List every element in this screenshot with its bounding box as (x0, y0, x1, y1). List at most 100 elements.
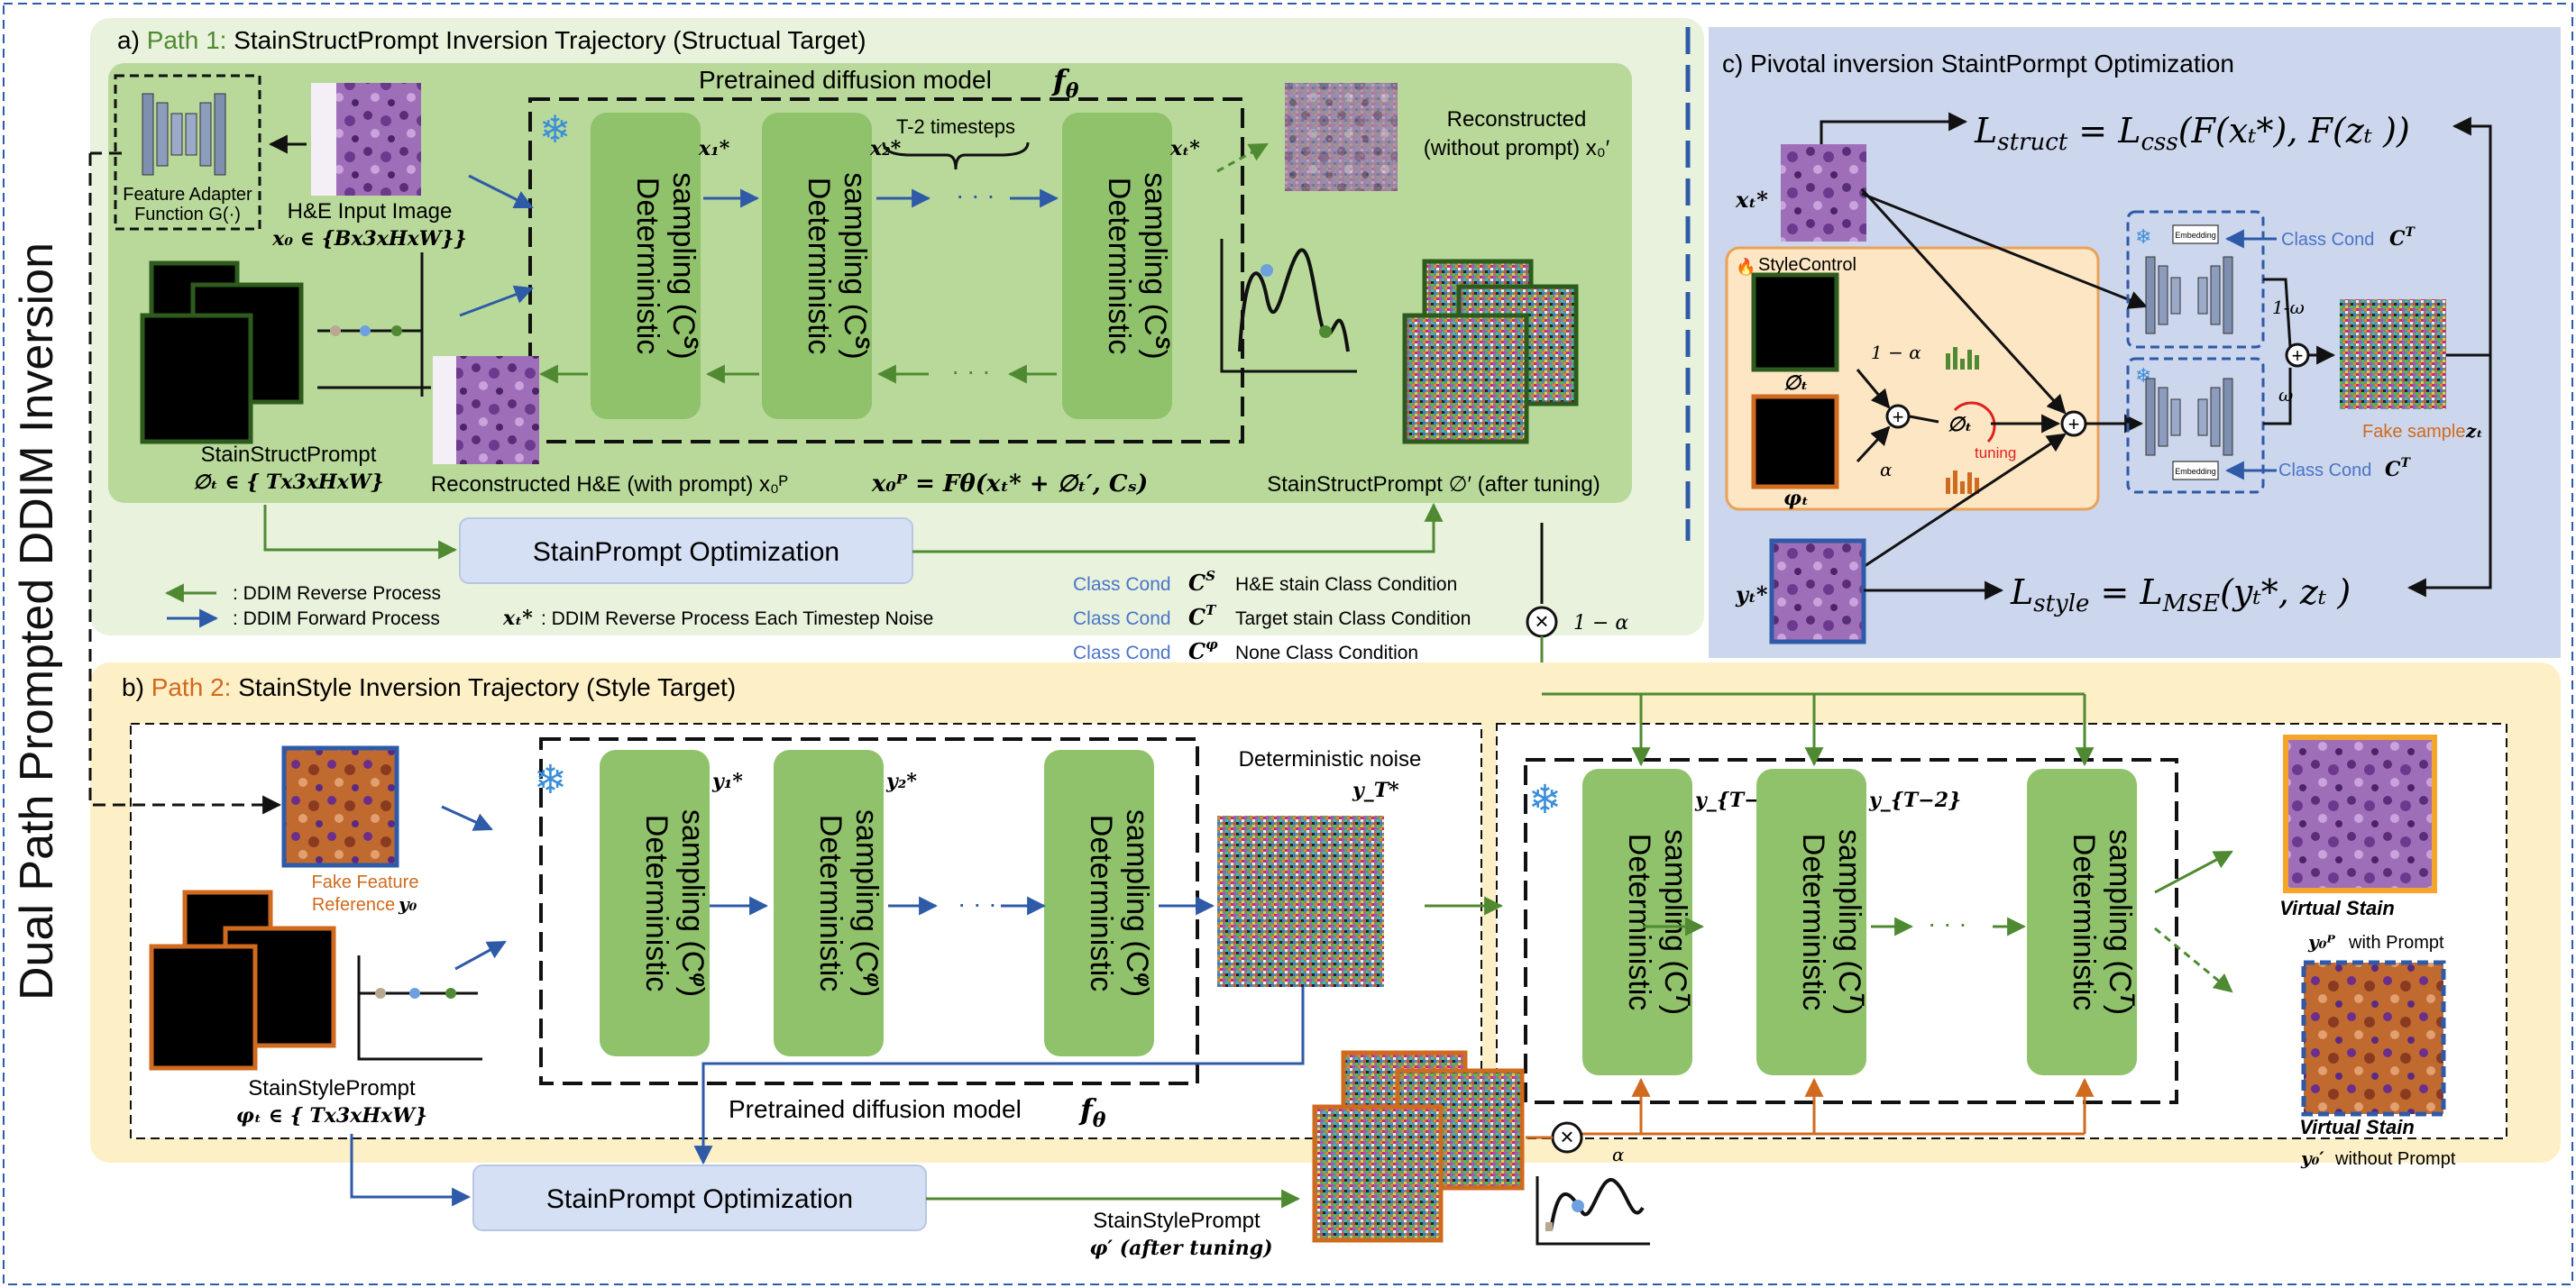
xt-label-1: x₁* (698, 137, 730, 160)
panel-a-model-symbol: fθ (1051, 63, 1079, 103)
svg-text:· · ·: · · · (956, 181, 995, 209)
sampling-box-b-6 (2027, 769, 2137, 1075)
sampling-box-b-label-1: Deterministic (639, 815, 674, 991)
adapter-link (88, 153, 282, 815)
add-node-c1 (1885, 404, 1911, 429)
cond-legend-symbol: CT (1188, 602, 1217, 630)
virtual-stain-without-prompt (2301, 960, 2446, 1117)
side-title: Dual Path Prompted DDIM Inversion (11, 242, 63, 1000)
unet-icon (142, 93, 226, 176)
fake-sample-label: Fake sample (2362, 422, 2466, 442)
style-prompt-3 (149, 944, 258, 1071)
optimization-b-label: StainPrompt Optimization (546, 1184, 853, 1214)
sampling-box-b-label-2: sampling (Cφ) (1120, 809, 1156, 997)
panel-c-xt-label: xₜ* (1735, 187, 1768, 213)
y0prime-label: y₀′ (2300, 1147, 2324, 1169)
he-input-formula: x₀ ∈ {Bx3xHxW}} (271, 227, 467, 251)
svg-text:+: + (2292, 344, 2304, 367)
without-prompt-label: without Prompt (2334, 1149, 2456, 1169)
fake-ref-y0: y₀ (398, 893, 417, 915)
svg-text:+: + (2068, 413, 2080, 435)
svg-text:· · ·: · · · (1928, 909, 1967, 937)
fake-ref-label-2: Reference (312, 895, 395, 915)
sampling-box-a-label-2: sampling (CS) (666, 172, 702, 359)
snowflake-icon-b2: ❄ (1528, 778, 1562, 822)
sampling-box-b-label-2: sampling (Cφ) (675, 809, 711, 997)
sampling-box-b-label-2: sampling (CT) (2103, 829, 2139, 1015)
sampling-box-a-label-1: Deterministic (1102, 178, 1136, 354)
mini-plot-a (1220, 239, 1357, 373)
one-minus-a-c: 1 − α (1871, 342, 1921, 363)
cond-legend-symbol: Cφ (1188, 636, 1218, 664)
panel-c-yt-label: yₜ* (1735, 581, 1768, 607)
bars-orange-icon (1946, 470, 1979, 494)
sampling-box-b-5 (1756, 769, 1866, 1075)
svg-text:Embedding: Embedding (2175, 231, 2216, 240)
unet-icon-c1 (2145, 256, 2233, 334)
sampling-box-b-step-label: y_{T−2} (1868, 789, 1961, 812)
phi-t-tuned: ∅ₜ (1948, 413, 1972, 436)
panel-a-equation: x₀ᴾ = Fθ(xₜ* + ∅ₜ′, Cₛ) (871, 470, 1148, 498)
sampling-box-a-1 (591, 113, 701, 419)
fake-ref-label-1: Fake Feature (312, 872, 419, 892)
outer-border (3, 3, 2573, 1285)
virtual-stain-label-1: Virtual Stain (2279, 897, 2395, 919)
w-label: ω (2278, 384, 2293, 406)
panel-b-title: b) Path 2: StainStyle Inversion Trajecto… (122, 673, 736, 701)
cond-legend-symbol: CS (1188, 568, 1215, 596)
panel-c-varphi-label: φₜ (1783, 487, 1809, 510)
fake-sample-zt: zₜ (2465, 420, 2483, 442)
embedding-box-2 (2172, 461, 2219, 480)
svg-text:CT: CT (2389, 225, 2416, 251)
sampling-box-a-3 (1062, 113, 1172, 419)
he-input-label: H&E Input Image (288, 199, 453, 224)
sampling-box-a-label-2: sampling (CS) (838, 172, 874, 359)
noise-stack-b-3 (1312, 1104, 1444, 1243)
legend-reverse: : DDIM Reverse Process (233, 583, 441, 604)
panel-a-frozen-box (528, 97, 1244, 443)
recon-he-label: Reconstructed H&E (with prompt) x₀ᴾ (431, 472, 788, 497)
style-control-label: StyleControl (1758, 255, 1856, 275)
unet-icon-c2 (2145, 378, 2233, 456)
snowflake-icon: ❄ (539, 108, 571, 151)
one-minus-alpha-a: 1 − α (1573, 612, 1628, 635)
recon-without-prompt-label-1: Reconstructed (1447, 107, 1587, 132)
sampling-box-b-label-1: Deterministic (1084, 815, 1118, 991)
det-noise-image (1217, 816, 1384, 987)
cond-legend-label: Class Cond (1073, 574, 1171, 595)
bars-green-icon (1946, 347, 1979, 370)
panel-c-yt-image (1769, 538, 1866, 644)
timesteps-label: T-2 timesteps (896, 115, 1015, 138)
svg-text:❄: ❄ (2135, 225, 2151, 248)
snowflake-icon-b1: ❄ (534, 758, 567, 802)
sampling-box-b-step-label: y₁* (711, 770, 743, 793)
embedding-box-1 (2172, 224, 2219, 244)
panel-c-phi-prompt (1751, 272, 1839, 372)
timesteps-brace (882, 142, 1030, 170)
svg-text:· · ·: · · · (958, 890, 997, 918)
flame-icon: 🔥 (1736, 257, 1756, 276)
panel-c-title: c) Pivotal inversion StaintPormpt Optimi… (1722, 50, 2234, 78)
sampling-box-a-label-1: Deterministic (630, 178, 665, 354)
panel-c-phi-label: ∅ₜ (1783, 371, 1808, 395)
noise-stack-a-3 (1402, 313, 1529, 444)
det-noise-label: Deterministic noise (1239, 747, 1422, 772)
sampling-box-b-label-1: Deterministic (813, 815, 848, 991)
sampling-box-a-label-1: Deterministic (802, 178, 836, 354)
legend-xt-symbol: xₜ* (502, 607, 533, 630)
optimization-a-label: StainPrompt Optimization (533, 537, 839, 567)
panel-a-model-label: Pretrained diffusion model (699, 66, 992, 94)
style-prompt-formula: φₜ ∈ { Tx3xHxW} (236, 1104, 427, 1128)
fake-sample-image (2340, 299, 2446, 409)
l-struct-formula: Lstruct = Lcss(F(xₜ*), F(zₜ )) (1974, 111, 2410, 156)
after-tuning-label: StainStructPrompt ∅′ (after tuning) (1267, 472, 1600, 497)
class-cond-c1: Class Cond (2281, 230, 2374, 250)
adapter-label-2: Function G(·) (134, 205, 241, 224)
sampling-box-b-1 (600, 750, 710, 1056)
xt-label-3: xₜ* (1169, 137, 1200, 160)
det-noise-yT: y_T* (1352, 779, 1399, 802)
